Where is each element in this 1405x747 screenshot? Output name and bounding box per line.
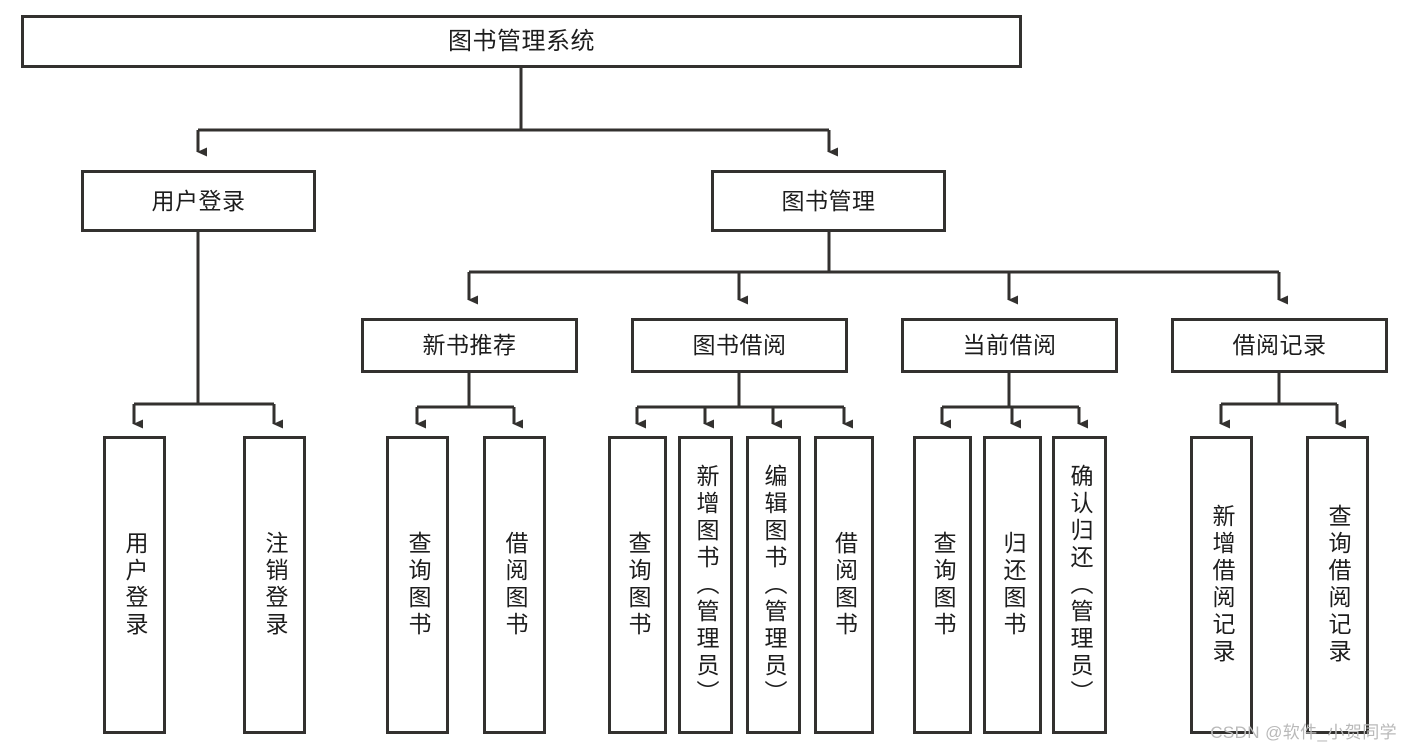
node-leaf-return-book-label: 归还图书 (1000, 531, 1026, 639)
node-book-manage[interactable]: 图书管理 (711, 170, 946, 232)
node-leaf-query-record[interactable]: 查询借阅记录 (1306, 436, 1369, 734)
node-leaf-edit-book[interactable]: 编辑图书（管理员） (746, 436, 801, 734)
node-leaf-add-record-label: 新增借阅记录 (1209, 504, 1235, 666)
node-leaf-user-login-label: 用户登录 (122, 531, 148, 639)
node-leaf-confirm-return[interactable]: 确认归还（管理员） (1052, 436, 1107, 734)
node-leaf-confirm-return-label: 确认归还（管理员） (1067, 463, 1093, 707)
node-book-borrow-label: 图书借阅 (692, 332, 787, 359)
node-current-borrow-label: 当前借阅 (962, 332, 1057, 359)
node-new-book-recommend-label: 新书推荐 (422, 332, 517, 359)
node-leaf-add-record[interactable]: 新增借阅记录 (1190, 436, 1253, 734)
node-root[interactable]: 图书管理系统 (21, 15, 1022, 68)
node-leaf-query-book-borrow-label: 查询图书 (625, 531, 651, 639)
node-borrow-record-label: 借阅记录 (1232, 332, 1327, 359)
node-leaf-borrow-book[interactable]: 借阅图书 (814, 436, 874, 734)
node-book-borrow[interactable]: 图书借阅 (631, 318, 848, 373)
node-leaf-logout[interactable]: 注销登录 (243, 436, 306, 734)
node-borrow-record[interactable]: 借阅记录 (1171, 318, 1388, 373)
node-leaf-borrow-book-label: 借阅图书 (831, 531, 858, 639)
node-leaf-user-login[interactable]: 用户登录 (103, 436, 166, 734)
node-leaf-add-book[interactable]: 新增图书（管理员） (678, 436, 733, 734)
node-leaf-return-book[interactable]: 归还图书 (983, 436, 1042, 734)
node-leaf-query-book-cur-label: 查询图书 (930, 531, 956, 639)
watermark: CSDN @软件_小贺同学 (1210, 723, 1397, 742)
node-leaf-add-book-label: 新增图书（管理员） (693, 463, 719, 707)
node-leaf-query-book-rec[interactable]: 查询图书 (386, 436, 449, 734)
node-book-manage-label: 图书管理 (781, 187, 876, 214)
node-leaf-borrow-book-rec-label: 借阅图书 (502, 531, 528, 639)
node-leaf-logout-label: 注销登录 (262, 531, 288, 639)
node-current-borrow[interactable]: 当前借阅 (901, 318, 1118, 373)
node-leaf-borrow-book-rec[interactable]: 借阅图书 (483, 436, 546, 734)
node-leaf-query-record-label: 查询借阅记录 (1325, 504, 1351, 666)
node-user-login-label: 用户登录 (151, 187, 246, 214)
node-leaf-edit-book-label: 编辑图书（管理员） (761, 463, 787, 707)
node-user-login[interactable]: 用户登录 (81, 170, 316, 232)
node-new-book-recommend[interactable]: 新书推荐 (361, 318, 578, 373)
node-root-label: 图书管理系统 (448, 27, 595, 55)
node-leaf-query-book-cur[interactable]: 查询图书 (913, 436, 972, 734)
node-leaf-query-book-borrow[interactable]: 查询图书 (608, 436, 667, 734)
node-leaf-query-book-rec-label: 查询图书 (405, 531, 431, 639)
